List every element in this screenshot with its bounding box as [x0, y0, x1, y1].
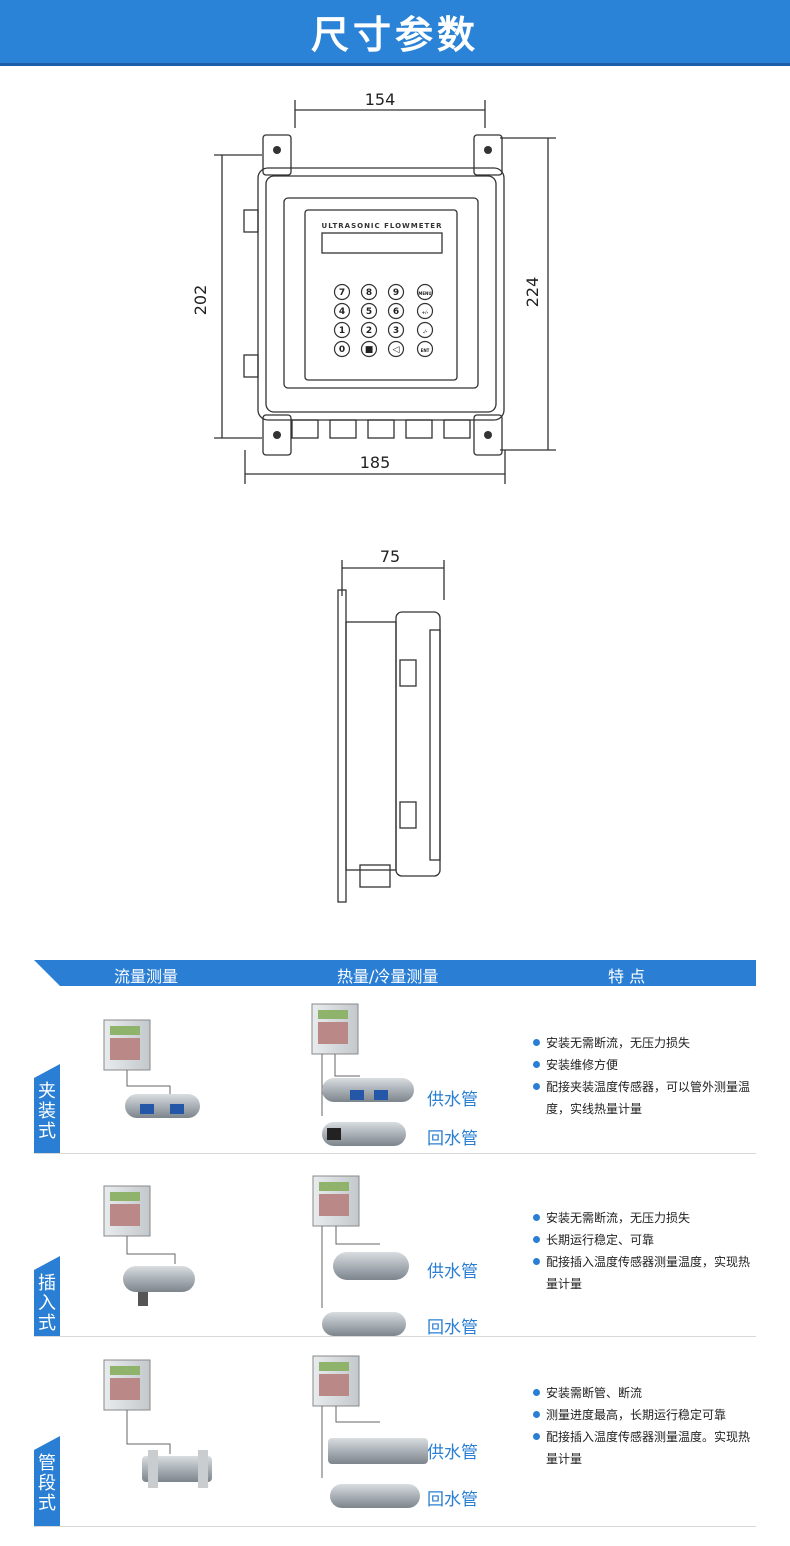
keypad-key-label: 4 — [339, 307, 345, 317]
keypad-key — [333, 283, 351, 301]
header-flow: 流量测量 — [114, 967, 179, 986]
feature-list: 安装需断管、断流 测量进度最高，长期运行稳定可靠 配接插入温度传感器测量温度。实… — [533, 1382, 758, 1470]
title-banner: 尺寸参数 — [0, 0, 790, 63]
return-pipe-label: 回水管 — [427, 1129, 478, 1149]
return-pipe-label: 回水管 — [427, 1318, 478, 1338]
keypad-key — [333, 302, 351, 320]
keypad-key-label: 0 — [339, 345, 345, 355]
keypad-key — [416, 283, 434, 301]
keypad-key-label: 5 — [366, 307, 372, 317]
feature-item: 安装需断管、断流 — [533, 1382, 758, 1404]
keypad-key-label: ◁ — [393, 345, 400, 355]
keypad-key — [360, 340, 378, 358]
feature-item: 安装维修方便 — [533, 1054, 758, 1076]
keypad-key-label: 1 — [339, 326, 345, 336]
dim-width-bottom: 185 — [360, 453, 391, 472]
keypad-key-label: ./- — [423, 329, 428, 334]
keypad-key-label: ■ — [365, 345, 374, 355]
table-row — [34, 1336, 756, 1527]
banner-underline — [0, 63, 790, 66]
table-header — [34, 960, 756, 986]
front-view-drawing: 7 8 9 MENU 4 5 6 +/- 1 2 3 ./- 0 ■ ◁ ENT 154 202 224 18… — [191, 90, 556, 484]
return-pipe-label: 回水管 — [427, 1490, 478, 1510]
keypad-key — [360, 302, 378, 320]
header-features: 特 点 — [608, 967, 646, 986]
keypad-key — [387, 283, 405, 301]
dim-height-right: 224 — [523, 277, 542, 308]
side-view-drawing: 75 — [337, 547, 445, 903]
panel-label: ULTRASONIC FLOWMETER — [322, 222, 443, 230]
feature-item: 安装无需断流，无压力损失 — [533, 1207, 758, 1229]
keypad-key — [416, 302, 434, 320]
keypad-key-label: 2 — [366, 326, 372, 336]
row-tag-pipe: 管段式 — [34, 1436, 60, 1526]
table-row — [34, 1153, 756, 1337]
feature-item: 配接插入温度传感器测量温度。实现热量计量 — [533, 1426, 758, 1470]
supply-pipe-label: 供水管 — [427, 1443, 478, 1463]
feature-list: 安装无需断流，无压力损失 安装维修方便 配接夹装温度传感器，可以管外测量温度，实… — [533, 1032, 758, 1120]
feature-item: 配接插入温度传感器测量温度，实现热量计量 — [533, 1251, 758, 1295]
keypad-key-label: 7 — [339, 288, 345, 298]
keypad-key — [360, 283, 378, 301]
row-tag-clamp: 夹装式 — [34, 1064, 60, 1153]
page-title: 尺寸参数 — [310, 13, 479, 57]
dim-height-left: 202 — [191, 285, 210, 316]
keypad-key — [387, 340, 405, 358]
table-row — [34, 986, 756, 1154]
feature-item: 配接夹装温度传感器，可以管外测量温度，实线热量计量 — [533, 1076, 758, 1120]
feature-item: 长期运行稳定、可靠 — [533, 1229, 758, 1251]
row-tag-insert: 插入式 — [34, 1256, 60, 1336]
dim-width-top: 154 — [365, 90, 396, 109]
supply-pipe-label: 供水管 — [427, 1262, 478, 1282]
supply-pipe-label: 供水管 — [427, 1090, 478, 1110]
keypad-key — [387, 302, 405, 320]
keypad-key — [333, 321, 351, 339]
keypad-key-label: +/- — [422, 310, 429, 315]
flow-illustrations — [103, 1003, 428, 1508]
keypad-key-label: 6 — [393, 307, 399, 317]
feature-list: 安装无需断流，无压力损失 长期运行稳定、可靠 配接插入温度传感器测量温度，实现热… — [533, 1207, 758, 1295]
meter-icon — [103, 1019, 151, 1071]
keypad-key — [360, 321, 378, 339]
feature-item: 测量进度最高，长期运行稳定可靠 — [533, 1404, 758, 1426]
header-heat: 热量/冷量测量 — [337, 967, 439, 986]
keypad-key-label: 9 — [393, 288, 399, 298]
keypad-key — [416, 321, 434, 339]
dim-depth: 75 — [380, 547, 400, 566]
keypad-key — [416, 340, 434, 358]
keypad-key-label: MENU — [418, 291, 431, 296]
keypad-key-label: ENT — [421, 348, 430, 353]
keypad-key-label: 3 — [393, 326, 399, 336]
keypad-key — [387, 321, 405, 339]
keypad-key — [333, 340, 351, 358]
keypad-key-label: 8 — [366, 288, 372, 298]
feature-item: 安装无需断流，无压力损失 — [533, 1032, 758, 1054]
